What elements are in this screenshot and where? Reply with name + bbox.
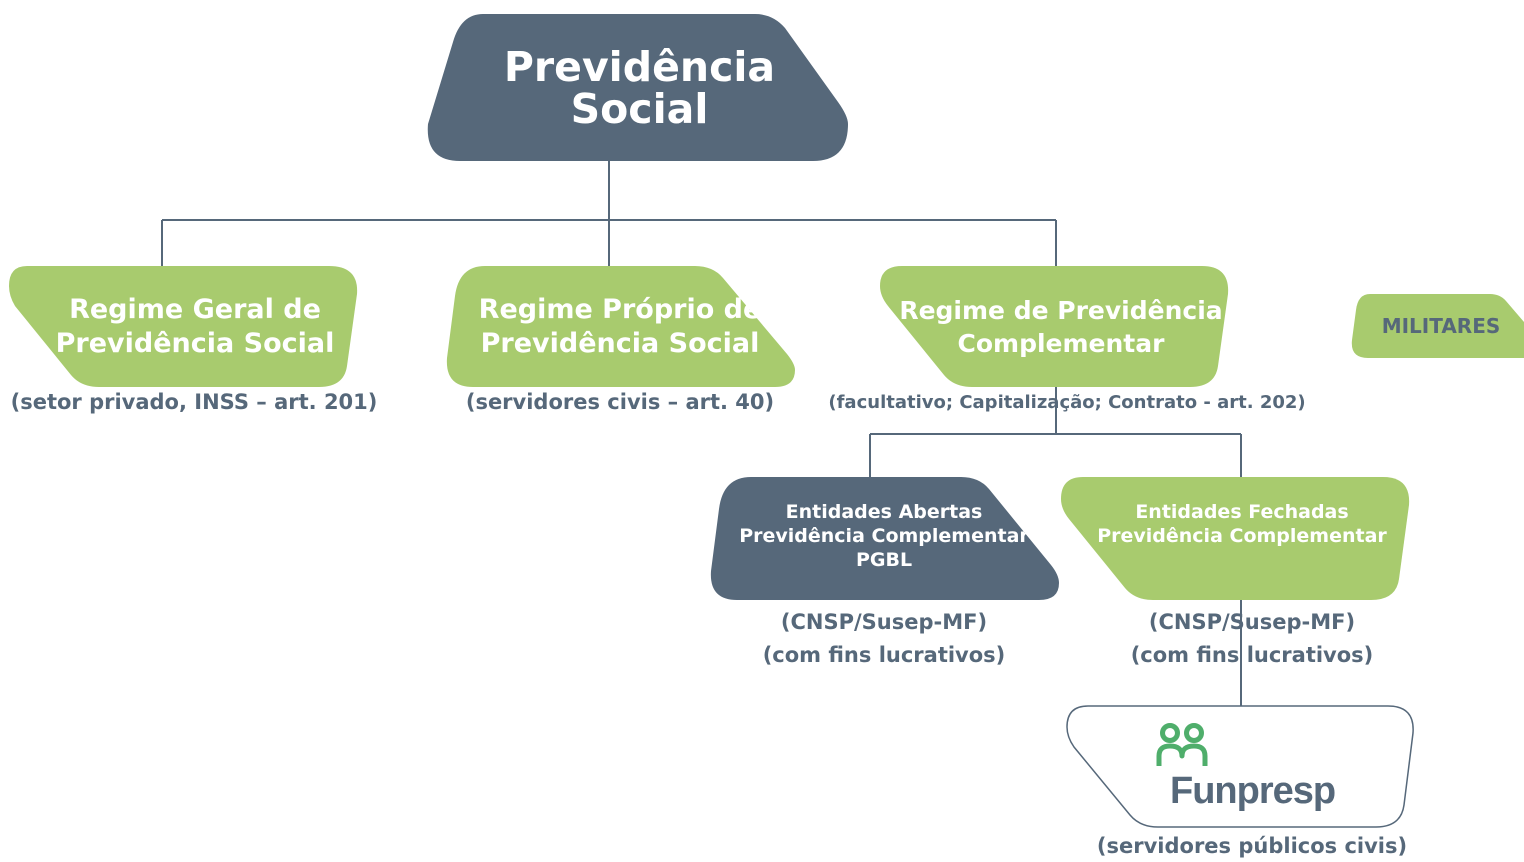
- regime-complementar-line-2: Complementar: [957, 328, 1165, 358]
- node-regime-complementar: Regime de Previdência Complementar: [880, 266, 1230, 387]
- caption-entidades-abertas: (CNSP/Susep-MF) (com fins lucrativos): [728, 606, 1040, 672]
- node-funpresp-shape: [1066, 705, 1414, 828]
- caption-entidades-abertas-line-2: (com fins lucrativos): [762, 643, 1006, 667]
- node-entidades-abertas: Entidades Abertas Previdência Complement…: [709, 477, 1059, 600]
- entidades-fechadas-line-2: Previdência Complementar: [1097, 524, 1387, 547]
- node-militares-shape: [1351, 294, 1524, 358]
- node-funpresp: Funpresp: [1066, 705, 1416, 828]
- node-entidades-abertas-shape: [710, 477, 1059, 600]
- caption-regime-proprio: (servidores civis – art. 40): [465, 390, 775, 414]
- funpresp-logo-text: Funpresp: [1170, 770, 1336, 812]
- caption-entidades-fechadas-line-1: (CNSP/Susep-MF): [1148, 610, 1356, 634]
- caption-entidades-fechadas-line-2: (com fins lucrativos): [1130, 643, 1374, 667]
- caption-funpresp: (servidores públicos civis): [1096, 834, 1408, 858]
- caption-entidades-abertas-line-1: (CNSP/Susep-MF): [780, 610, 988, 634]
- funpresp-logo-icon: [1156, 723, 1208, 766]
- regime-proprio-line-1: Regime Próprio de: [478, 293, 762, 325]
- root-node-previdencia-social: Previdência Social: [425, 14, 848, 161]
- militares-label: MILITARES: [1381, 314, 1501, 338]
- caption-regime-complementar: (facultativo; Capitalização; Contrato - …: [828, 392, 1306, 413]
- entidades-abertas-line-3: PGBL: [855, 548, 913, 571]
- root-title-line-2: Social: [570, 84, 709, 133]
- caption-entidades-fechadas: (CNSP/Susep-MF) (com fins lucrativos): [1096, 606, 1408, 672]
- regime-proprio-line-2: Previdência Social: [480, 327, 760, 359]
- node-entidades-fechadas: Entidades Fechadas Previdência Complemen…: [1061, 477, 1411, 600]
- node-militares: MILITARES: [1350, 294, 1524, 358]
- entidades-abertas-line-2: Previdência Complementar: [739, 524, 1029, 547]
- regime-geral-line-2: Previdência Social: [55, 327, 335, 359]
- node-regime-geral: Regime Geral de Previdência Social: [9, 266, 359, 387]
- node-entidades-fechadas-shape: [1061, 477, 1410, 600]
- node-regime-proprio: Regime Próprio de Previdência Social: [445, 266, 795, 387]
- entidades-fechadas-line-1: Entidades Fechadas: [1135, 500, 1349, 523]
- entidades-abertas-line-1: Entidades Abertas: [785, 500, 983, 523]
- node-regime-complementar-shape: [880, 266, 1229, 387]
- root-title-line-1: Previdência: [503, 42, 776, 91]
- node-regime-proprio-shape: [446, 266, 795, 387]
- regime-complementar-line-1: Regime de Previdência: [899, 295, 1223, 325]
- caption-regime-geral: (setor privado, INSS – art. 201): [10, 390, 378, 414]
- regime-geral-line-1: Regime Geral de: [69, 293, 321, 325]
- node-regime-geral-shape: [9, 266, 358, 387]
- root-node-shape: [427, 14, 848, 161]
